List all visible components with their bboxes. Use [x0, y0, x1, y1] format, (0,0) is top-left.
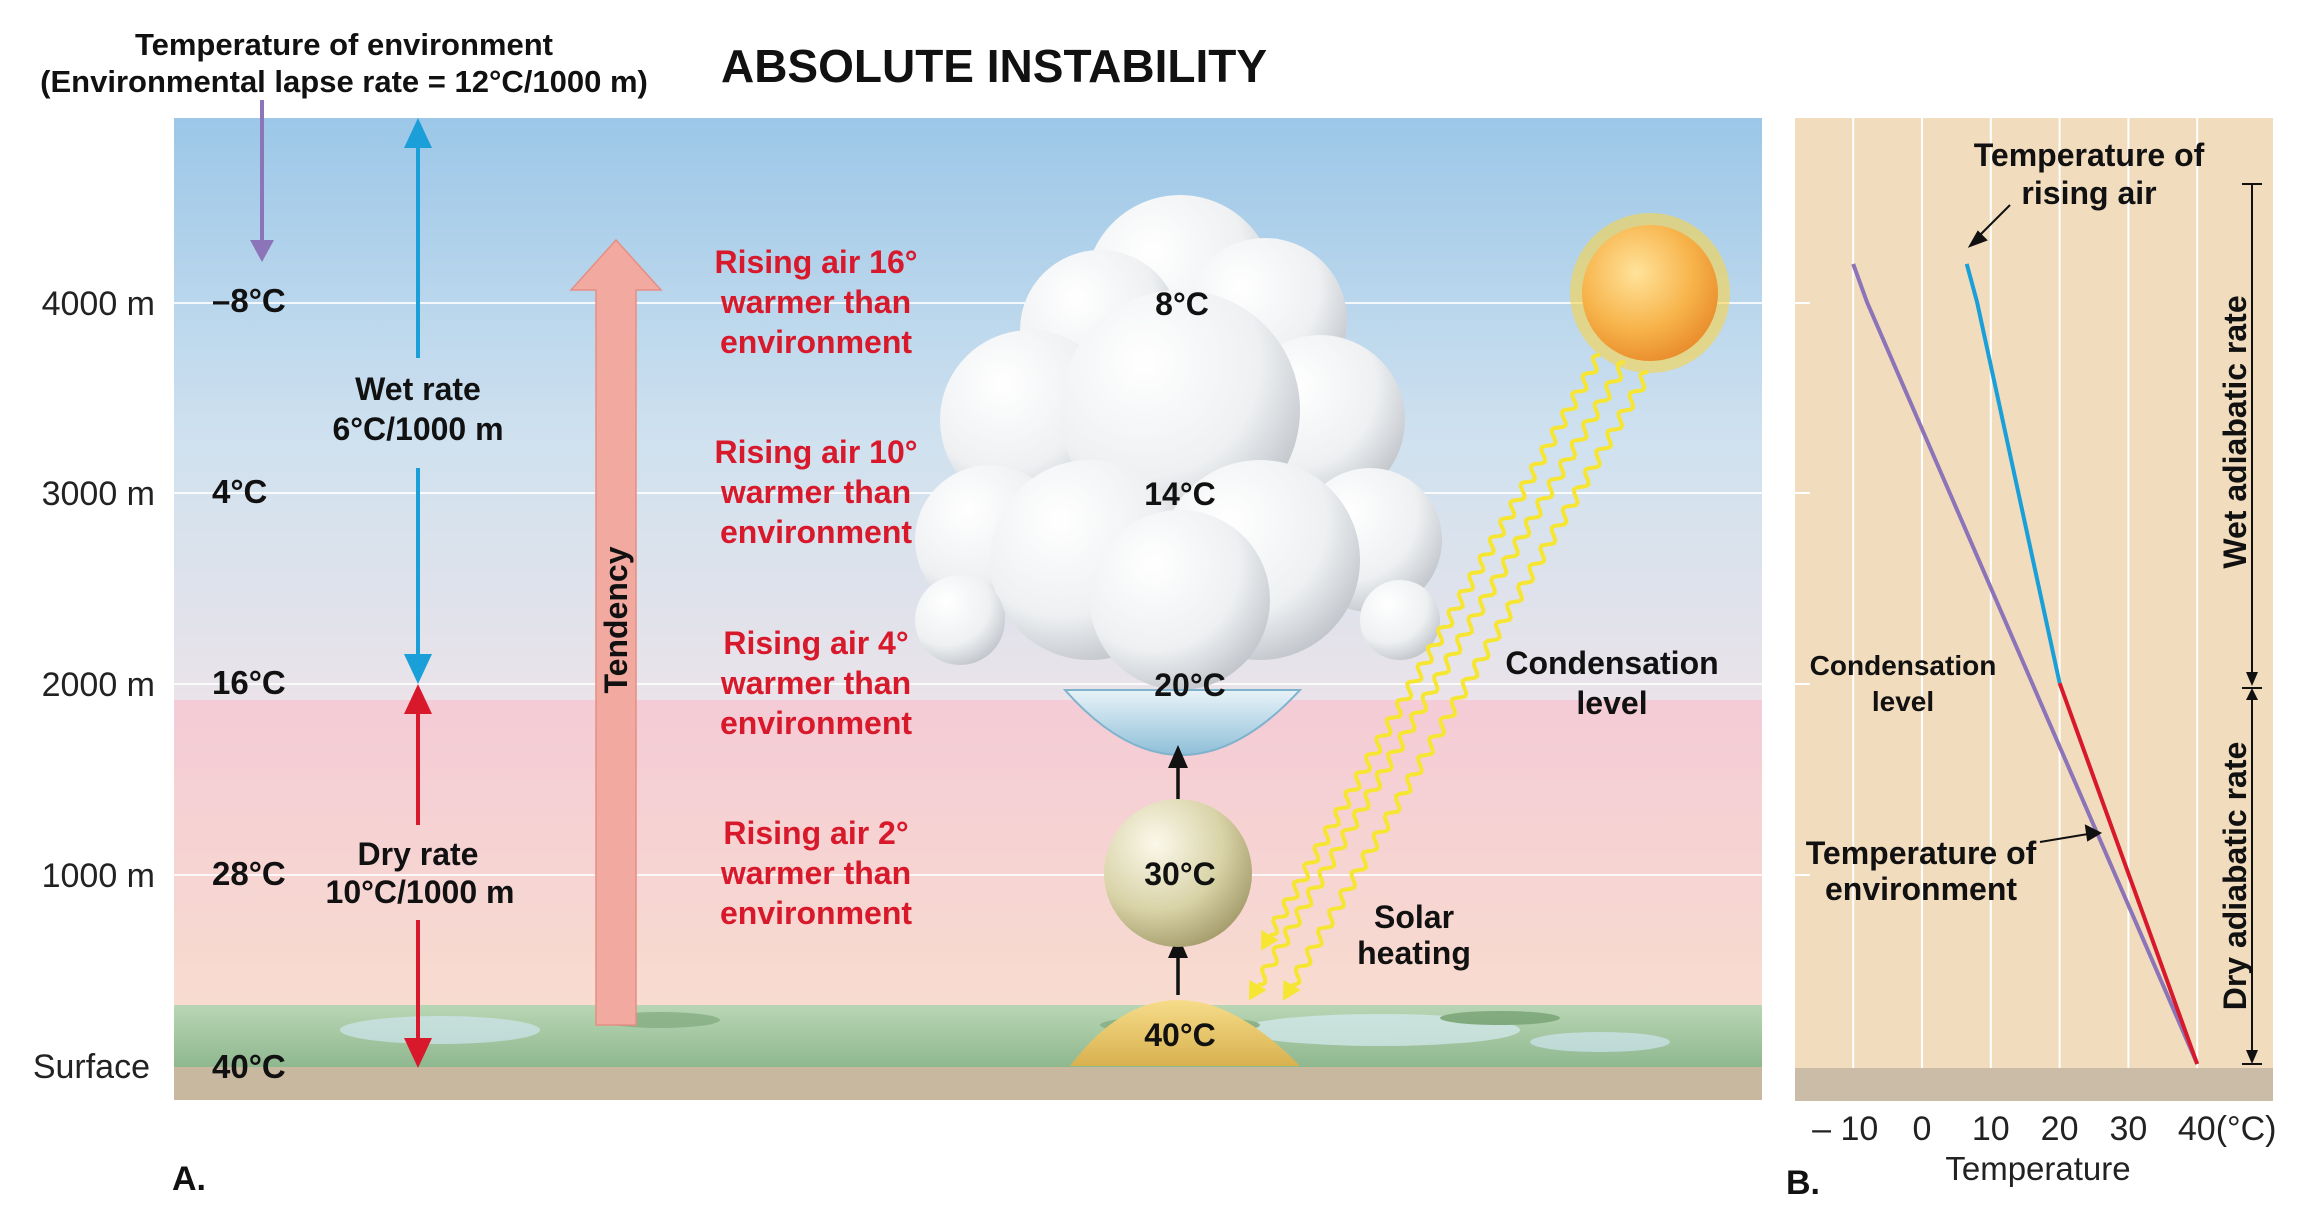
- panel-b-base: [1795, 1068, 2273, 1101]
- altitude-label: 2000 m: [42, 666, 155, 704]
- environment-temperatures: –8°C 4°C 16°C 28°C 40°C: [212, 282, 286, 1085]
- env-temp-value: 4°C: [212, 473, 267, 510]
- series-line-rising-air: [2057, 682, 2200, 1065]
- dry-rate-value: 10°C/1000 m: [326, 874, 515, 910]
- env-temp-arrowhead: [250, 240, 274, 262]
- wet-adiabatic-label: Wet adiabatic rate: [2217, 295, 2253, 568]
- tendency-label: Tendency: [598, 546, 634, 693]
- comparison-line: Rising air 4°: [723, 625, 908, 661]
- series-line-environment: [1851, 263, 2200, 1065]
- altitude-ticks: [1795, 302, 1810, 876]
- x-tick-label: 30: [2109, 1110, 2147, 1148]
- parcel-temp-value: 14°C: [1144, 476, 1216, 512]
- environment-label-line: environment: [1825, 871, 2017, 907]
- panel-a-label: A.: [172, 1160, 206, 1198]
- environment-label: Temperature of environment: [1806, 835, 2037, 907]
- parcel-temp-value: 8°C: [1155, 286, 1209, 322]
- comparison-line: warmer than: [720, 474, 911, 510]
- parcel-temperatures: 8°C 14°C 20°C 30°C 40°C: [1144, 286, 1226, 1053]
- panel-b: Wet adiabatic rate Dry adiabatic rate: [1795, 118, 2273, 1101]
- surface-base: [174, 1067, 1762, 1100]
- x-tick-label: 40(°C): [2178, 1110, 2277, 1148]
- dry-rate-label: Dry rate: [358, 836, 479, 872]
- x-tick-label: – 10: [1812, 1110, 1878, 1148]
- solar-heating-label: Solar heating: [1357, 899, 1471, 971]
- comparison-line: environment: [720, 895, 912, 931]
- condensation-dome: [1062, 689, 1303, 756]
- rising-air-label-line: Temperature of: [1974, 137, 2205, 173]
- temperature-gridlines: [1852, 118, 2199, 1068]
- altitude-label: Surface: [33, 1048, 150, 1086]
- comparison-line: environment: [720, 705, 912, 741]
- env-temp-value: –8°C: [212, 282, 286, 319]
- altitude-label: 3000 m: [42, 475, 155, 513]
- parcel-temp-value: 30°C: [1144, 856, 1216, 892]
- env-temp-value: 40°C: [212, 1048, 286, 1085]
- comparison-line: Rising air 10°: [714, 434, 917, 470]
- panel-a: [174, 100, 1762, 1100]
- x-axis-ticks: – 10 0 10 20 30 40(°C): [1812, 1110, 2276, 1148]
- wet-rate-label: Wet rate: [355, 371, 481, 407]
- altitude-label: 1000 m: [42, 857, 155, 895]
- tendency-arrow: [569, 238, 663, 1026]
- air-parcel: [1104, 799, 1252, 947]
- x-tick-label: 10: [1972, 1110, 2010, 1148]
- rate-labels: Wet rate 6°C/1000 m Dry rate 10°C/1000 m: [326, 371, 515, 910]
- comparison-line: warmer than: [720, 665, 911, 701]
- comparison-line: warmer than: [720, 284, 911, 320]
- env-temp-value: 16°C: [212, 664, 286, 701]
- condensation-label-line: level: [1576, 685, 1647, 721]
- dry-region: [174, 700, 1762, 1012]
- comparison-line: Rising air 16°: [714, 244, 917, 280]
- parcel-temp-value: 20°C: [1154, 667, 1226, 703]
- comparison-line: Rising air 2°: [723, 815, 908, 851]
- sun-icon: [1570, 213, 1730, 373]
- comparison-line: environment: [720, 324, 912, 360]
- chart-series: [1851, 263, 2200, 1065]
- altitude-label: 4000 m: [42, 285, 155, 323]
- bracket-arrowheads: [2246, 672, 2258, 1064]
- rising-air-label-line: rising air: [2021, 175, 2156, 211]
- env-temp-heading-line1: Temperature of environment: [135, 27, 553, 62]
- altitude-labels: 4000 m 3000 m 2000 m 1000 m Surface: [33, 285, 155, 1086]
- cumulus-cloud: [915, 195, 1442, 690]
- parcel-temp-value: 40°C: [1144, 1017, 1216, 1053]
- label-leaders: [1967, 204, 2103, 843]
- dry-rate-arrow: [404, 684, 432, 1068]
- page-title: ABSOLUTE INSTABILITY: [721, 40, 1267, 92]
- dry-adiabatic-label: Dry adiabatic rate: [2217, 742, 2253, 1011]
- condensation-label: Condensation level: [1505, 645, 1718, 721]
- panel-b-frame: [1795, 118, 2273, 1068]
- wet-rate-value: 6°C/1000 m: [332, 411, 503, 447]
- solar-rays: [1257, 353, 1649, 987]
- rising-air-label: Temperature of rising air: [1974, 137, 2205, 211]
- altitude-gridlines: [174, 302, 1762, 876]
- comparison-line: environment: [720, 514, 912, 550]
- condensation-b-line: level: [1872, 686, 1934, 717]
- warm-surface-mound: [1070, 1000, 1300, 1066]
- env-temp-value: 28°C: [212, 855, 286, 892]
- condensation-label-line: Condensation: [1505, 645, 1718, 681]
- solar-label-line: Solar: [1374, 899, 1454, 935]
- panel-b-label: B.: [1786, 1164, 1820, 1202]
- condensation-b-line: Condensation: [1810, 650, 1997, 681]
- solar-ray-heads: [1248, 930, 1301, 1001]
- x-tick-label: 20: [2041, 1110, 2079, 1148]
- env-temp-heading-line2: (Environmental lapse rate = 12°C/1000 m): [40, 64, 648, 99]
- comparison-line: warmer than: [720, 855, 911, 891]
- environment-label-line: Temperature of: [1806, 835, 2037, 871]
- condensation-label-b: Condensation level: [1810, 650, 1997, 717]
- series-line-rising-air: [1964, 263, 2062, 684]
- wet-rate-arrow: [404, 118, 432, 684]
- solar-label-line: heating: [1357, 935, 1471, 971]
- x-axis-label: Temperature: [1945, 1150, 2130, 1187]
- comparison-labels: Rising air 16° warmer than environment R…: [714, 244, 917, 931]
- x-tick-label: 0: [1913, 1110, 1932, 1148]
